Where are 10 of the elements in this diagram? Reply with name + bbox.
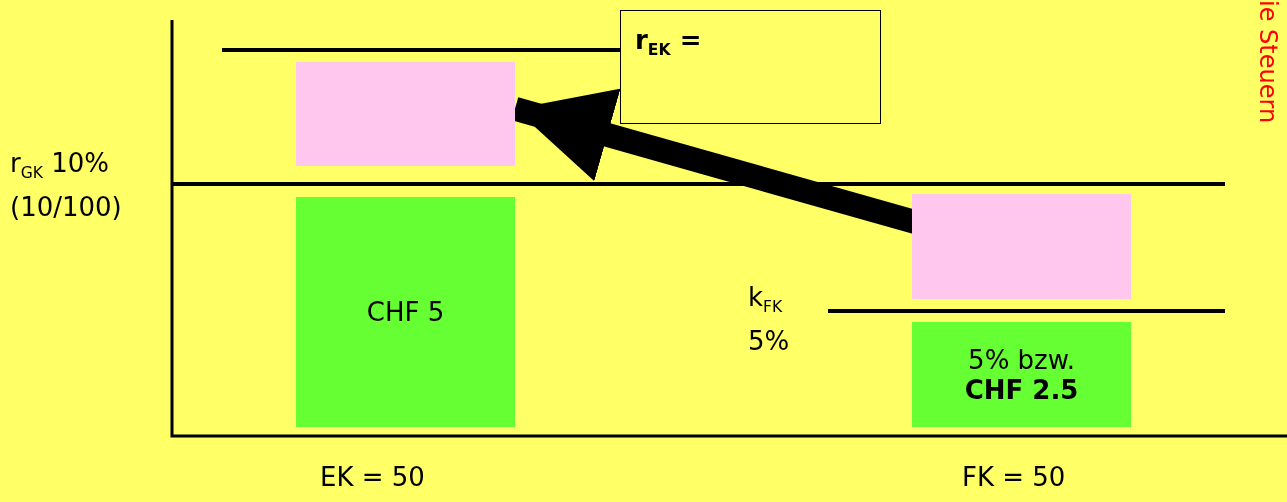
axis-label: r$_{GK}$ 10% (10/100) <box>10 147 123 225</box>
axis-label: k$_{FK}$ 5% <box>748 281 791 359</box>
category-label: EK = 50 <box>320 462 425 492</box>
interest-block: 5% bzw. CHF 2.5 <box>912 322 1131 427</box>
side-note: ie Steuern <box>1254 0 1282 124</box>
surplus-return-block <box>912 194 1131 299</box>
category-label: FK = 50 <box>962 462 1066 492</box>
surplus-return-block <box>296 62 515 166</box>
return-block: CHF 5 <box>296 197 515 427</box>
formula-box: r$_{EK}$ = <box>620 10 881 124</box>
